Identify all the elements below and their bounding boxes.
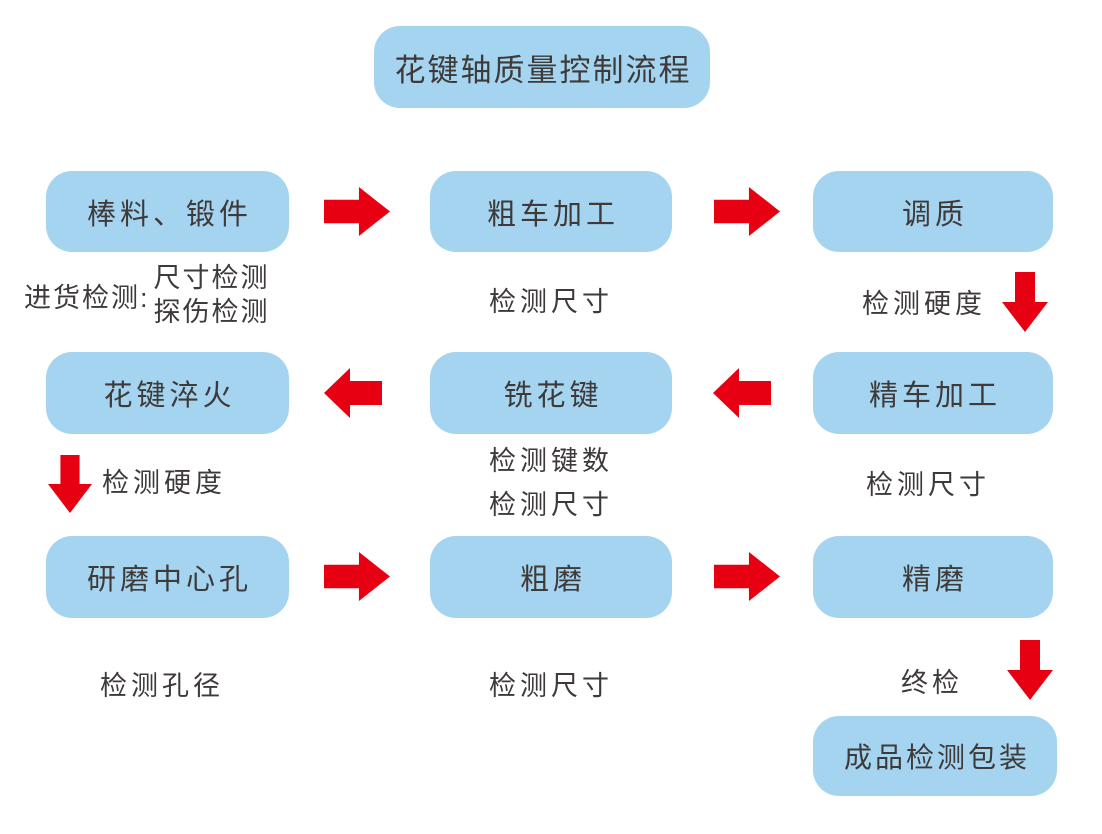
node-rough-grinding-label: 粗磨 [519,564,586,596]
node-spline-quenching-label: 花键淬火 [103,380,236,412]
node-fine-turning-label: 精车加工 [868,380,1001,412]
flow-title: 花键轴质量控制流程 [394,52,692,88]
caption-spline-milling-checks: 检测键数 检测尺寸 [430,439,672,527]
node-fine-turning: 精车加工 [813,352,1053,434]
node-spline-milling-label: 铣花键 [503,380,603,412]
node-spline-quenching: 花键淬火 [46,352,289,434]
arrow-right-icon [324,552,390,601]
caption-rough-turning-check: 检测尺寸 [489,287,613,317]
arrow-down-icon [48,455,92,513]
arrow-left-icon [713,368,771,418]
flow-title-box: 花键轴质量控制流程 [374,26,710,108]
node-bar-stock: 棒料、锻件 [46,171,289,252]
node-finished-packaging: 成品检测包装 [813,716,1057,796]
arrow-left-icon [324,368,382,418]
incoming-check-dimension: 尺寸检测 [153,263,270,293]
incoming-inspection-label: 进货检测: [24,282,150,313]
caption-spline-milling-check-count: 检测键数 [489,446,613,476]
node-bar-stock-label: 棒料、锻件 [86,198,252,231]
node-finished-packaging-label: 成品检测包装 [843,742,1030,773]
arrow-down-icon [1007,640,1053,700]
caption-spline-quenching-check: 检测硬度 [102,468,226,498]
node-fine-grinding: 精磨 [813,536,1053,618]
node-rough-grinding: 粗磨 [430,536,672,618]
arrow-right-icon [714,552,780,601]
caption-center-hole-check: 检测孔径 [100,671,224,701]
arrow-right-icon [714,187,780,236]
node-fine-grinding-label: 精磨 [901,564,968,596]
node-rough-turning-label: 粗车加工 [486,198,619,231]
node-tempering-label: 调质 [901,198,968,231]
caption-tempering-check: 检测硬度 [862,289,986,319]
node-center-hole-grinding: 研磨中心孔 [46,536,289,618]
node-tempering: 调质 [813,171,1053,252]
arrow-down-icon [1002,272,1048,332]
arrow-right-icon [324,187,390,236]
node-spline-milling: 铣花键 [430,352,672,434]
node-center-hole-grinding-label: 研磨中心孔 [86,564,252,596]
caption-fine-turning-check: 检测尺寸 [866,470,990,500]
node-rough-turning: 粗车加工 [430,171,672,252]
incoming-check-flaw: 探伤检测 [153,297,270,327]
caption-spline-milling-check-size: 检测尺寸 [489,490,613,520]
caption-incoming-inspection: 进货检测: 尺寸检测 探伤检测 [24,261,270,329]
caption-final-check: 终检 [901,668,963,698]
caption-rough-grinding-check: 检测尺寸 [489,671,613,701]
